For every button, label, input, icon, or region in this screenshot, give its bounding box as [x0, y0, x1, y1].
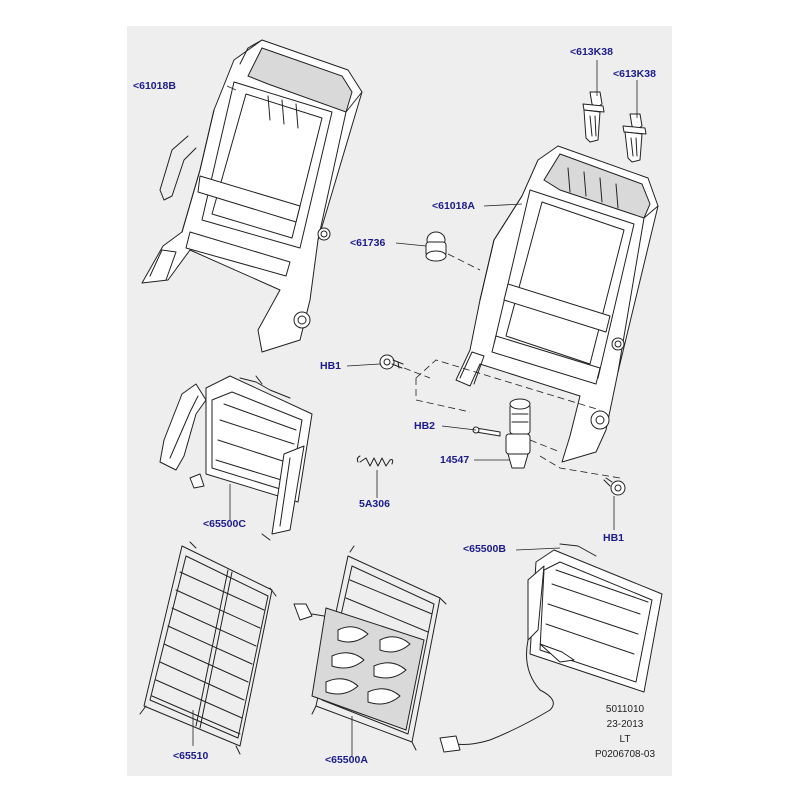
suspension-mat [293, 545, 447, 751]
label-panel-left: <65500C [203, 518, 246, 530]
leader-lines [192, 60, 638, 756]
label-clip-lower: <613K38 [613, 68, 656, 80]
label-frame-right: <61018A [432, 200, 475, 212]
label-mat-left: <65510 [173, 750, 209, 762]
clip-lower [622, 113, 647, 163]
label-spring: 5A306 [359, 498, 390, 510]
clip-upper [582, 91, 605, 143]
label-bolt-hb1-left: HB1 [320, 360, 342, 372]
label-frame-left: <61018B [133, 80, 176, 92]
ref-side: LT [619, 734, 631, 745]
back-panel-right [439, 543, 663, 753]
ref-date: 23-2013 [606, 719, 644, 730]
bolt-hb1-left [379, 354, 431, 379]
label-motor: 14547 [440, 454, 470, 466]
ref-code: 5011010 [605, 704, 645, 715]
label-mat-mid: <65500A [325, 754, 368, 766]
bolt-hb2 [472, 426, 501, 437]
spring-part [356, 455, 394, 467]
ref-drawing-number: P0206708-03 [594, 749, 656, 760]
bushing-part [425, 231, 481, 271]
seat-frame-left [141, 39, 363, 353]
label-bushing: <61736 [350, 237, 386, 249]
back-panel-left [159, 375, 313, 541]
spring-mat-left [139, 541, 277, 755]
bolt-hb1-right [603, 477, 626, 496]
label-bolt-hb2: HB2 [414, 420, 436, 432]
motor-part [505, 398, 561, 469]
label-clip-upper: <613K38 [570, 46, 613, 58]
seat-frame-right [455, 145, 659, 463]
label-panel-right: <65500B [463, 543, 506, 555]
reference-block: 5011010 23-2013 LT P0206708-03 [588, 704, 662, 761]
label-bolt-hb1-right: HB1 [603, 532, 625, 544]
